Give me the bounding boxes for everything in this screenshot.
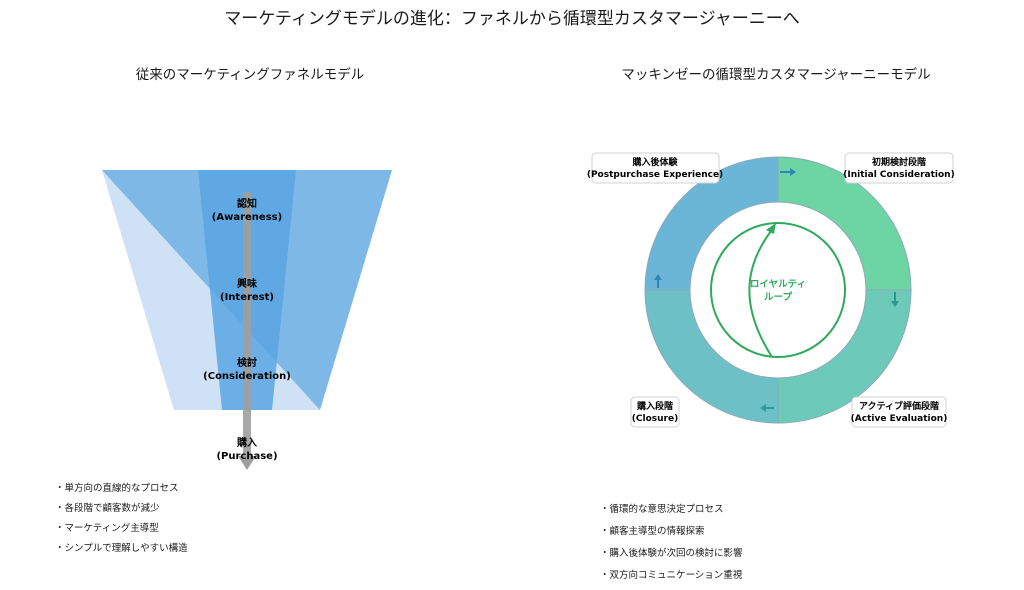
flow-arrow-left <box>760 404 774 412</box>
svg-text:アクティブ評価段階: アクティブ評価段階 <box>859 400 939 412</box>
loyalty-loop-circle <box>710 222 846 358</box>
flow-arrow-down <box>891 292 899 307</box>
svg-text:初期検討段階: 初期検討段階 <box>872 156 926 168</box>
list-item: ・循環的な意思決定プロセス <box>600 504 724 515</box>
funnel-bullet-list: ・単方向の直線的なプロセス ・各段階で顧客数が減少 ・マーケティング主導型 ・シ… <box>55 479 188 559</box>
list-item: ・双方向コミュニケーション重視 <box>600 570 743 581</box>
phase-label-postpurchase: 購入後体験 (Postpurchase Experience) <box>587 152 723 184</box>
svg-text:(Postpurchase Experience): (Postpurchase Experience) <box>587 170 723 180</box>
ring-segment-initial <box>778 157 911 290</box>
funnel-stage-label: 認知 <box>237 197 257 210</box>
phase-label-closure: 購入段階 (Closure) <box>630 396 680 428</box>
funnel-stage-label: 興味 <box>237 277 257 290</box>
funnel-stage-label-en: (Purchase) <box>216 451 277 462</box>
list-item: ・シンプルで理解しやすい構造 <box>55 543 188 554</box>
funnel-stage-label-en: (Interest) <box>220 292 274 303</box>
list-item: ・各段階で顧客数が減少 <box>55 503 160 514</box>
ring-segment-postpurchase <box>645 157 778 290</box>
svg-text:購入段階: 購入段階 <box>636 400 673 412</box>
ring-segment-closure <box>645 290 778 423</box>
svg-text:購入後体験: 購入後体験 <box>631 156 678 168</box>
funnel-arrow-shaft <box>243 192 251 456</box>
svg-text:(Initial Consideration): (Initial Consideration) <box>843 170 954 180</box>
funnel-stage-label-en: (Awareness) <box>212 212 282 223</box>
list-item: ・購入後体験が次回の検討に影響 <box>600 548 743 559</box>
page-title: マーケティングモデルの進化：ファネルから循環型カスタマージャーニーへ <box>224 9 800 29</box>
funnel-left-shade <box>102 170 222 410</box>
loyalty-loop-arrow-head <box>766 223 776 234</box>
list-item: ・マーケティング主導型 <box>55 523 159 534</box>
funnel-stage-label-en: (Consideration) <box>203 371 291 382</box>
list-item: ・顧客主導型の情報探索 <box>600 526 705 537</box>
loyalty-loop-label: ループ <box>764 291 792 303</box>
svg-text:(Closure): (Closure) <box>632 414 678 424</box>
phase-label-active: アクティブ評価段階 (Active Evaluation) <box>851 396 948 428</box>
cycle-subtitle: マッキンゼーの循環型カスタマージャーニーモデル <box>621 67 931 83</box>
cycle-diagram: ロイヤルティ ループ 購入後体験 (Postpurchase Experienc… <box>587 152 955 428</box>
phase-label-initial: 初期検討段階 (Initial Consideration) <box>843 152 955 184</box>
funnel-subtitle: 従来のマーケティングファネルモデル <box>135 67 365 83</box>
loyalty-loop-arc <box>748 230 773 358</box>
flow-arrow-right <box>780 168 796 176</box>
cycle-bullet-list: ・循環的な意思決定プロセス ・顧客主導型の情報探索 ・購入後体験が次回の検討に影… <box>600 499 743 587</box>
funnel-stage-label: 検討 <box>237 356 257 369</box>
flow-arrow-up <box>654 274 662 288</box>
list-item: ・単方向の直線的なプロセス <box>55 483 179 494</box>
ring-inner-edge <box>689 201 867 379</box>
svg-text:(Active Evaluation): (Active Evaluation) <box>851 414 948 424</box>
ring-segment-active <box>778 290 911 423</box>
funnel-stage-label: 購入 <box>236 436 257 449</box>
loyalty-loop-label: ロイヤルティ <box>750 279 806 290</box>
funnel-arrow-head <box>238 456 256 470</box>
funnel-diagram: 認知 (Awareness) 興味 (Interest) 検討 (Conside… <box>102 170 392 470</box>
